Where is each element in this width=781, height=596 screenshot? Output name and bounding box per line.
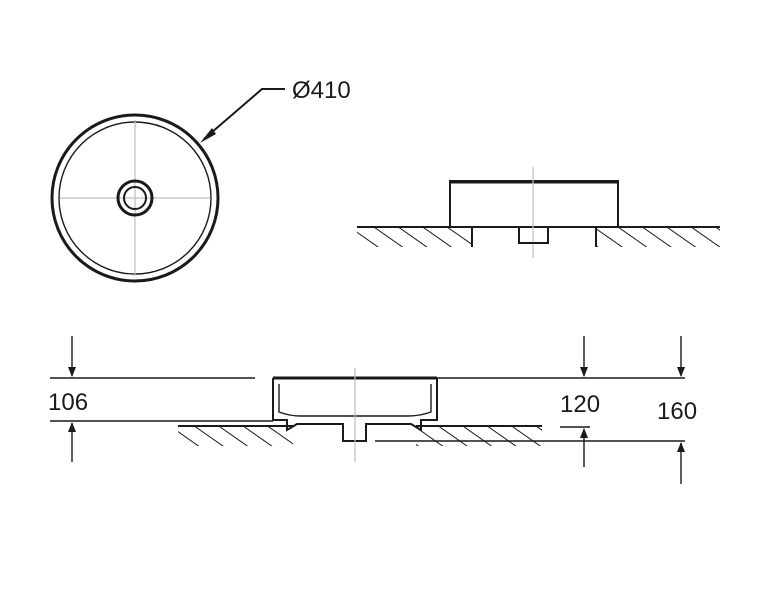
side-elevation — [357, 167, 720, 258]
top-view: Ø410 — [50, 77, 351, 283]
countertop-right-hatch — [596, 227, 720, 247]
drain-outlet-elevation — [518, 227, 549, 244]
basin-outer-rim — [50, 113, 220, 283]
section-countertop-left-hatch — [178, 426, 293, 446]
countertop-left-hatch — [357, 227, 472, 247]
diameter-leader-arrowhead — [200, 128, 216, 143]
section-view: 106 120 160 — [48, 336, 697, 484]
basin-inner-bowl — [278, 384, 432, 417]
diameter-leader-line — [203, 88, 285, 140]
drain-outer — [116, 179, 154, 217]
drain-inner — [123, 186, 147, 210]
diameter-label: Ø410 — [292, 77, 351, 104]
basin-body-elevation — [449, 180, 619, 228]
dim-160-label: 160 — [657, 398, 697, 425]
dim-106-label: 106 — [48, 389, 88, 416]
section-countertop-right-hatch — [416, 426, 542, 446]
dim-120-label: 120 — [560, 391, 600, 418]
